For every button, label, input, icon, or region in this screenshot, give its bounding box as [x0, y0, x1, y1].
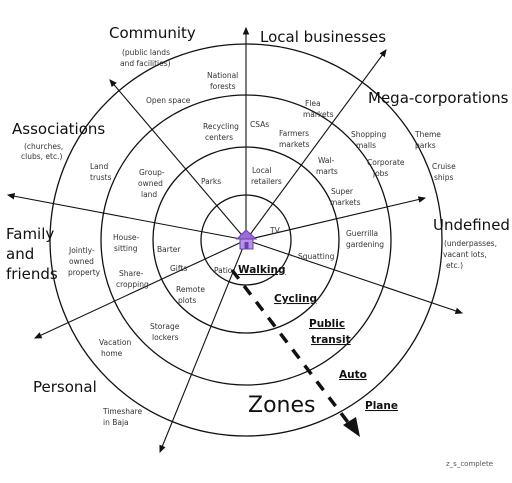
- arrow-undefined: [245, 196, 427, 241]
- item-group-1: Group-: [139, 168, 165, 177]
- item-timeshare-1: Timeshare: [102, 407, 143, 416]
- local-businesses-title: Local businesses: [260, 28, 386, 46]
- item-tv: TV: [269, 226, 281, 235]
- item-squatting: Squatting: [298, 252, 335, 261]
- arrow-mega-corporations: [245, 49, 387, 241]
- arrow-squatting: [245, 239, 464, 315]
- item-super-2: markets: [330, 198, 361, 207]
- arrow-associations: [6, 192, 247, 241]
- zones-title: Zones: [248, 393, 315, 418]
- item-parks: Parks: [201, 177, 221, 186]
- associations-title: Associations: [12, 120, 105, 138]
- item-remote-2: plots: [178, 296, 196, 305]
- item-timeshare-2: in Baja: [103, 418, 129, 427]
- family-title-1: Family: [6, 225, 54, 243]
- item-cruise-1: Cruise: [432, 162, 456, 171]
- arrow-community: [109, 79, 247, 241]
- item-cruise-2: ships: [434, 173, 454, 182]
- item-vacation-1: Vacation: [99, 338, 131, 347]
- item-barter: Barter: [157, 245, 181, 254]
- community-sub-1: (public lands: [122, 48, 170, 57]
- undefined-sub-3: etc.): [446, 261, 463, 270]
- house-icon: [235, 229, 258, 250]
- item-jointly-1: Jointly-: [68, 246, 95, 255]
- item-local-retailers-1: Local: [252, 166, 271, 175]
- item-flea-1: Flea: [305, 99, 321, 108]
- community-sub-2: and facilities): [120, 59, 171, 68]
- zone-dashed-arrow: [230, 268, 352, 427]
- mega-corporations-title: Mega-corporations: [368, 89, 509, 107]
- item-house-sitting-2: sitting: [114, 244, 138, 253]
- item-shopping-2: malls: [356, 141, 376, 150]
- item-gifts: Gifts: [170, 264, 187, 273]
- item-corporate-1: Corporate: [367, 158, 405, 167]
- item-recycling-2: centers: [205, 133, 233, 142]
- item-local-retailers-2: retailers: [251, 177, 282, 186]
- item-group-3: land: [141, 190, 157, 199]
- item-national-forests-2: forests: [210, 82, 236, 91]
- item-storage-2: lockers: [152, 333, 179, 342]
- zone-arrow-head: [343, 417, 360, 437]
- associations-sub-1: (churches,: [24, 142, 63, 151]
- item-shopping-1: Shopping: [351, 130, 386, 139]
- item-guerrilla-1: Guerrilla: [346, 229, 378, 238]
- arrow-personal: [159, 239, 247, 454]
- associations-sub-2: clubs, etc.): [21, 152, 62, 161]
- item-patio: Patio: [214, 266, 233, 275]
- zone-public-1: Public: [309, 318, 345, 330]
- zone-cycling: Cycling: [274, 293, 317, 305]
- zone-auto: Auto: [339, 369, 367, 381]
- item-farmers-2: markets: [279, 140, 310, 149]
- item-farmers-1: Farmers: [279, 129, 309, 138]
- zone-plane: Plane: [365, 400, 398, 412]
- zone-walking: Walking: [238, 264, 285, 276]
- personal-title: Personal: [33, 378, 97, 396]
- item-walmarts-1: Wal-: [318, 156, 335, 165]
- arrow-family: [34, 239, 247, 339]
- item-theme-2: parks: [415, 141, 436, 150]
- item-land-trusts-2: trusts: [90, 173, 112, 182]
- item-share-1: Share-: [119, 269, 144, 278]
- item-guerrilla-2: gardening: [346, 240, 384, 249]
- radial-arrows: [6, 26, 464, 454]
- item-group-2: owned: [138, 179, 163, 188]
- item-recycling-1: Recycling: [203, 122, 239, 131]
- item-super-1: Super: [331, 187, 354, 196]
- item-open-space: Open space: [146, 96, 191, 105]
- item-remote-1: Remote: [176, 285, 205, 294]
- undefined-sub-2: vacant lots,: [443, 250, 487, 259]
- undefined-title: Undefined: [433, 216, 510, 234]
- item-house-sitting-1: House-: [113, 233, 140, 242]
- item-storage-1: Storage: [150, 322, 180, 331]
- item-national-forests-1: National: [207, 71, 238, 80]
- item-walmarts-2: marts: [316, 167, 338, 176]
- item-flea-2: markets: [303, 110, 334, 119]
- community-title: Community: [109, 24, 196, 42]
- family-title-2: and: [6, 245, 34, 263]
- footer-label: z_s_complete: [446, 460, 493, 468]
- item-share-2: cropping: [116, 280, 149, 289]
- item-vacation-2: home: [101, 349, 123, 358]
- undefined-sub-1: (underpasses,: [444, 239, 497, 248]
- item-corporate-2: jobs: [372, 169, 388, 178]
- item-land-trusts-1: Land: [90, 162, 109, 171]
- item-jointly-2: owned: [69, 257, 94, 266]
- family-title-3: friends: [6, 265, 58, 283]
- item-jointly-3: property: [68, 268, 101, 277]
- item-theme-1: Theme: [414, 130, 441, 139]
- zone-public-2: transit: [311, 334, 351, 346]
- item-csas: CSAs: [250, 120, 269, 129]
